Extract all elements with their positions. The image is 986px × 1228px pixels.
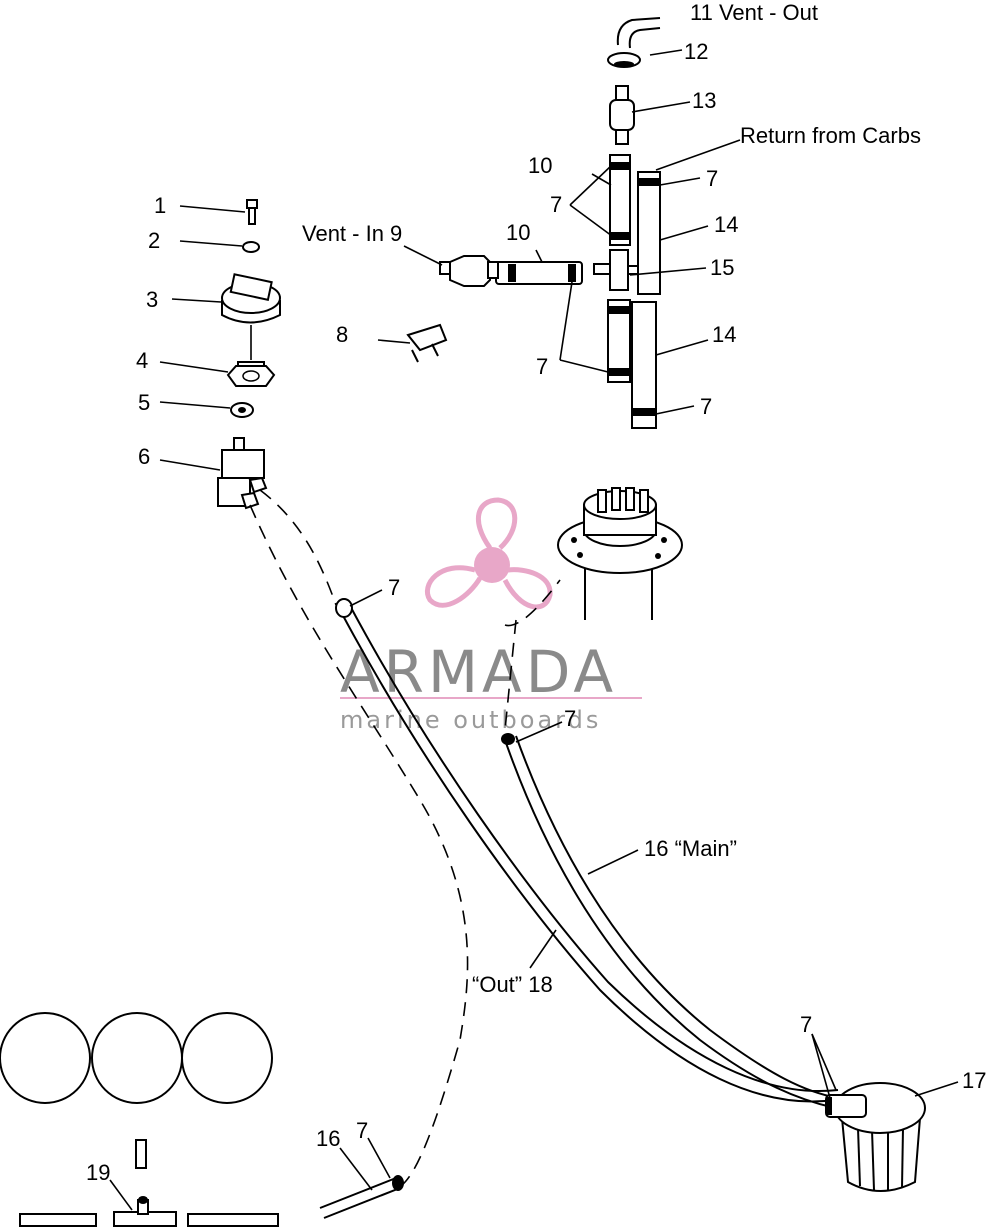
hose-10-upper [609,154,631,246]
knob-3 [221,273,281,324]
armada-watermark: ARMADA marine outboards [340,497,642,734]
label-13: 13 [692,88,716,113]
hose-14-lower [631,301,657,429]
gasket-rings [0,1012,273,1104]
hose-10-side [495,261,583,285]
tee-15 [593,249,639,291]
label-return-from-carbs: Return from Carbs [740,123,921,148]
label-15: 15 [710,255,734,280]
label-4: 4 [136,348,148,373]
label-1: 1 [154,193,166,218]
valve-6 [217,437,268,510]
elbow-11-inner [628,27,661,49]
washer-2 [242,241,260,253]
propeller-logo [424,497,553,610]
watermark-tagline: marine outboards [340,706,601,734]
label-12: 12 [684,39,708,64]
label-7-bottom: 7 [700,394,712,419]
label-16-main: 16 “Main” [644,836,737,861]
dashed-route-main [504,619,517,731]
label-18-out: “Out” 18 [472,972,553,997]
clamp-12 [607,52,641,68]
label-7-return: 7 [706,166,718,191]
hose-18-out-a [339,609,836,1103]
label-19: 19 [86,1160,110,1185]
label-5: 5 [138,390,150,415]
label-7-upper: 7 [550,192,562,217]
filter-13 [609,85,635,145]
check-valve-9 [439,255,499,287]
label-7-main: 7 [564,706,576,731]
leader-lines [109,49,959,1211]
label-10-upper: 10 [528,153,552,178]
elbow-11 [616,17,661,46]
label-3: 3 [146,287,158,312]
hose-16-short [319,1175,404,1219]
dashed-tank-link [504,579,561,627]
label-6: 6 [138,444,150,469]
washer-5 [230,402,254,418]
hose-10-lower [607,299,631,383]
dashed-route-lower [249,504,469,1186]
clamp-7-out [335,598,353,618]
label-11-vent-out: 11 Vent - Out [690,0,818,25]
clamp-7-main [501,733,515,745]
tee-19 [19,1139,279,1227]
label-7-short: 7 [356,1118,368,1143]
screw-1 [246,199,258,225]
dashed-route-upper [259,489,337,606]
label-14-lower: 14 [712,322,736,347]
label-8: 8 [336,322,348,347]
tank-fitting [557,487,683,620]
label-16-short: 16 [316,1126,340,1151]
hose-16-main-b [515,735,839,1099]
hose-14-upper [637,171,661,295]
watermark-brand: ARMADA [340,638,617,706]
propeller-hub [474,547,510,583]
label-2: 2 [148,228,160,253]
label-7-filter: 7 [800,1012,812,1037]
label-7-out: 7 [388,575,400,600]
hose-18-out-b [347,601,839,1092]
label-14-upper: 14 [714,212,738,237]
label-7-lower: 7 [536,354,548,379]
label-9-vent-in: Vent - In 9 [302,221,402,246]
pickup-filter-17 [825,1082,926,1192]
label-10-side: 10 [506,220,530,245]
nut-4 [226,361,276,387]
hose-16-main-a [504,739,836,1109]
label-17: 17 [962,1068,986,1093]
clip-8 [406,323,448,363]
